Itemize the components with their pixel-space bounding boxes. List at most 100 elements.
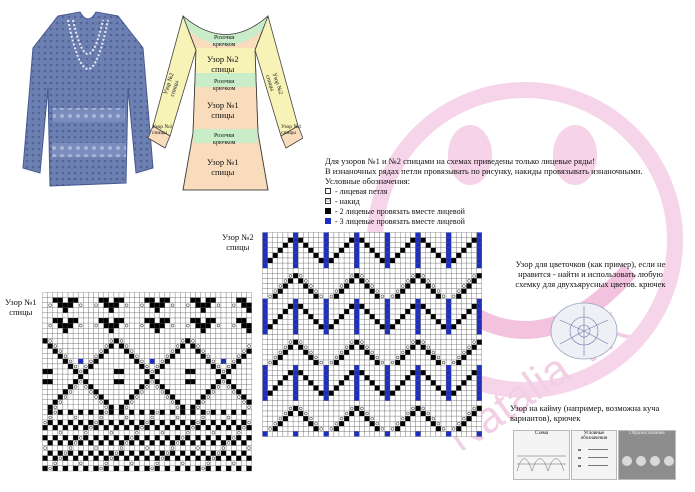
chart-cell [220, 322, 227, 329]
chart-cell [287, 426, 294, 432]
chart-cell [225, 353, 232, 359]
chart-cell [220, 430, 227, 436]
chart-cell [420, 308, 426, 315]
chart-cell [461, 298, 467, 305]
chart-cell [359, 288, 365, 294]
chart-cell [159, 394, 166, 400]
chart-cell [445, 319, 452, 325]
yarn-over-mark [43, 420, 47, 425]
chart-cell [292, 303, 299, 310]
chart-cell [435, 400, 442, 407]
chart-cell [200, 302, 206, 308]
chart-cell [415, 385, 421, 391]
chart-cell [338, 395, 345, 401]
chart-cell [425, 308, 431, 315]
chart-cell [308, 421, 314, 427]
chart-cell [180, 363, 186, 370]
chart-cell [139, 460, 145, 467]
chart-cell [154, 368, 160, 375]
yarn-over-mark [319, 427, 323, 431]
chart-cell [210, 389, 217, 395]
chart-cell [180, 414, 186, 421]
chart-cell [231, 389, 237, 395]
yarn-over-mark [58, 431, 63, 435]
chart-cell [123, 322, 130, 329]
chart-cell [318, 329, 324, 335]
chart-cell [318, 257, 324, 264]
chart-cell [405, 273, 411, 279]
chart-cell [210, 460, 217, 467]
chart-cell [113, 312, 120, 319]
chart-cell [262, 415, 268, 422]
yarn-over-mark [462, 416, 466, 421]
chart-cell [400, 370, 406, 376]
chart-cell [287, 334, 294, 340]
chart-cell [349, 375, 355, 381]
chart-cell [277, 313, 284, 320]
chart-cell [220, 363, 227, 370]
chart-cell [159, 450, 166, 456]
chart-cell [134, 419, 140, 426]
chart-cell [476, 349, 482, 356]
border-note: Узор на кайму (например, возможна куча в… [510, 403, 660, 423]
chart-cell [389, 283, 396, 289]
chart-cell [72, 312, 79, 319]
chart-cell [236, 348, 242, 354]
chart-cell [282, 380, 289, 386]
chart-cell [282, 349, 289, 356]
chart-cell [282, 329, 289, 335]
chart-cell [328, 308, 335, 315]
chart-cell [456, 288, 462, 294]
chart-cell [57, 424, 64, 431]
chart-cell [415, 262, 421, 269]
chart-cell [262, 339, 268, 345]
chart-cell [169, 384, 176, 390]
chart-cell [430, 380, 437, 386]
chart-cell [154, 414, 160, 421]
chart-cell [282, 415, 289, 422]
yarn-over-mark [221, 369, 226, 374]
chart-cell [354, 395, 360, 401]
chart-cell [369, 242, 375, 248]
chart-cell [349, 359, 355, 366]
chart-cell [262, 324, 268, 330]
chart-cell [308, 380, 314, 386]
chart-cell [456, 421, 462, 427]
chart-cell [205, 409, 211, 416]
chart-cell [410, 293, 416, 299]
chart-cell [415, 375, 421, 381]
chart-cell [93, 358, 99, 365]
chart-cell [471, 426, 477, 432]
yarn-over-mark [375, 289, 379, 293]
chart-cell [359, 426, 365, 432]
chart-cell [180, 409, 186, 416]
chart-cell [134, 333, 140, 339]
notes-block: Для узоров №1 и №2 спицами на схемах при… [325, 156, 685, 226]
chart-cell [287, 308, 294, 315]
chart-cell [47, 460, 53, 467]
chart-cell [169, 297, 176, 303]
chart-cell [394, 242, 401, 248]
chart-cell [220, 317, 227, 324]
chart-cell [333, 380, 340, 386]
chart-cell [67, 302, 74, 308]
chart-cell [169, 368, 176, 375]
chart-cell [389, 262, 396, 269]
chart-cell [333, 426, 340, 432]
dress-label-uzor1-top: Узор №1 спицы [207, 100, 239, 120]
chart-cell [67, 312, 74, 319]
chart-cell [435, 334, 442, 340]
chart-cell [471, 313, 477, 320]
chart-cell [174, 379, 181, 385]
chart-cell [62, 465, 69, 472]
chart-cell [461, 359, 467, 366]
chart-cell [42, 307, 48, 314]
chart-cell [400, 380, 406, 386]
chart-cell [354, 410, 360, 417]
chart-cell [359, 405, 365, 412]
chart-cell [262, 298, 268, 305]
legend-row-k3tog: - 3 лицевые провязать вместе лицевой [325, 216, 685, 226]
chart-cell [134, 379, 140, 385]
chart-cell [440, 405, 447, 412]
chart-cell [410, 232, 416, 238]
